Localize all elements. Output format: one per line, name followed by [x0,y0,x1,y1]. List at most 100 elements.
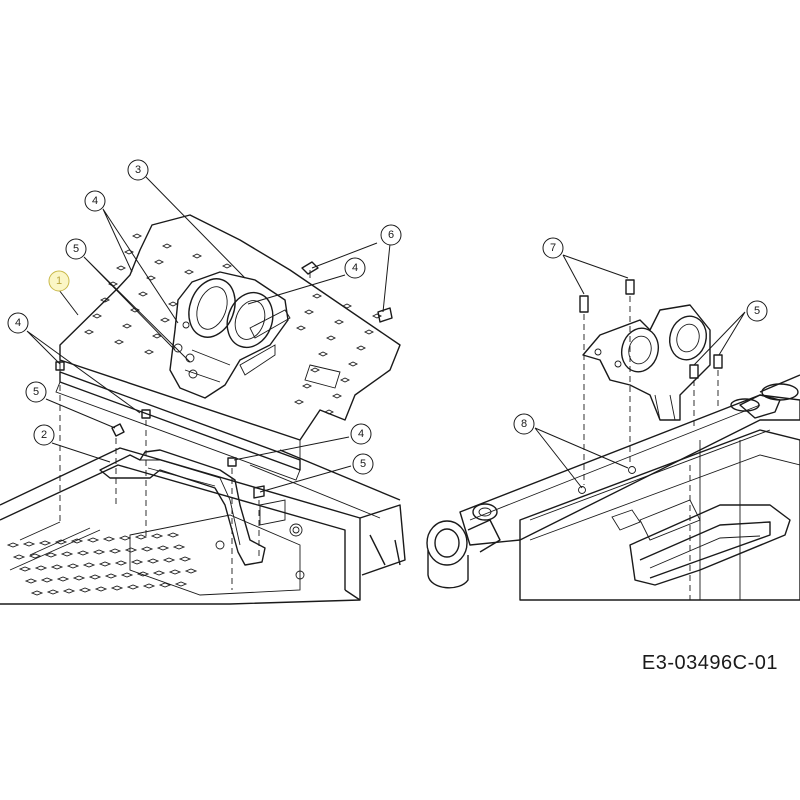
perforation [34,565,48,571]
callout-3-circle [127,159,149,181]
plate-perforation [131,233,143,239]
pedal-bracket [169,271,289,399]
drawing-number: E3-03496C-01 [641,652,778,674]
callout-1[interactable]: 1 [48,270,70,292]
callout-5-low[interactable]: 5 [352,453,374,475]
support-bracket [99,449,266,566]
callout-4-low[interactable]: 4 [350,423,372,445]
plate-perforation [339,377,351,383]
plate-perforation [309,367,321,373]
callout-7[interactable]: 7 [542,237,564,259]
callout-2-circle [33,424,55,446]
fasteners-right [579,279,719,485]
plate-perforation [143,349,155,355]
perforation [18,566,32,572]
callout-5-left[interactable]: 5 [25,381,47,403]
callout-2[interactable]: 2 [33,424,55,446]
pedal-bracket-right [582,304,723,421]
pivot-tube [426,503,501,589]
perforation [146,558,160,564]
callout-4-left[interactable]: 4 [7,312,29,334]
perforation [92,549,106,555]
perforation [62,588,76,594]
perforation [172,544,186,550]
frame-floor-left [0,447,406,605]
plate-perforation [293,399,305,405]
perforation [54,539,68,545]
plate-perforation [121,323,133,329]
perforation [178,556,192,562]
callout-6[interactable]: 6 [380,224,402,246]
callout-7-circle [542,237,564,259]
perforation [168,569,182,575]
callout-8[interactable]: 8 [513,413,535,435]
callout-4-top-label: 4 [92,195,98,207]
perforation [124,547,138,553]
callout-4-left-circle [7,312,29,334]
callout-1-label: 1 [56,275,62,287]
callout-4-top-circle [84,190,106,212]
plate-perforation [137,291,149,297]
perforation [46,589,60,595]
perforation [66,563,80,569]
perforation [56,576,70,582]
plate-perforation [91,313,103,319]
perforation [126,584,140,590]
plate-perforation [183,269,195,275]
callout-5-right-label: 5 [754,305,760,317]
plate-perforation [83,329,95,335]
callout-5-right[interactable]: 5 [746,300,768,322]
callout-5-left-circle [25,381,47,403]
perforation [158,582,172,588]
callout-3[interactable]: 3 [127,159,149,181]
cross-bracket [629,504,791,586]
plate-perforation [363,329,375,335]
plate-perforation [123,249,135,255]
perforation [82,562,96,568]
callout-6-label: 6 [388,229,394,241]
callout-5-right-circle [746,300,768,322]
callout-5-top-label: 5 [73,243,79,255]
perforation [60,551,74,557]
perforation [184,568,198,574]
callout-4-left-label: 4 [15,317,21,329]
fasteners-left [55,261,393,499]
plate-perforation [159,317,171,323]
plate-perforation [153,259,165,265]
callout-6-circle [380,224,402,246]
perforation [86,537,100,543]
plate-perforation [129,307,141,313]
plate-perforation [295,325,307,331]
assembly-lines-left [59,375,260,590]
callout-4-top[interactable]: 4 [84,190,106,212]
plate-perforation [347,361,359,367]
perforation [166,532,180,538]
plate-perforation [115,265,127,271]
perforation [38,540,52,546]
callout-5-low-circle [352,453,374,475]
callout-1-circle [48,270,70,292]
leaders-right [534,254,746,489]
perforation [140,546,154,552]
callout-4-mid[interactable]: 4 [344,257,366,279]
callout-5-top[interactable]: 5 [65,238,87,260]
callout-4-low-label: 4 [358,428,364,440]
perforation [50,564,64,570]
plate-perforation [331,393,343,399]
callout-7-label: 7 [550,242,556,254]
leaders-left [26,176,391,493]
callout-4-mid-circle [344,257,366,279]
perforation [174,581,188,587]
perforation [110,585,124,591]
perforation [102,536,116,542]
perforation [130,559,144,565]
perforation [30,590,44,596]
callout-4-mid-label: 4 [352,262,358,274]
perforation [28,553,42,559]
perforation [114,560,128,566]
perforation [150,533,164,539]
perforation [70,538,84,544]
perforation [44,552,58,558]
perforation [40,577,54,583]
perforation [162,557,176,563]
